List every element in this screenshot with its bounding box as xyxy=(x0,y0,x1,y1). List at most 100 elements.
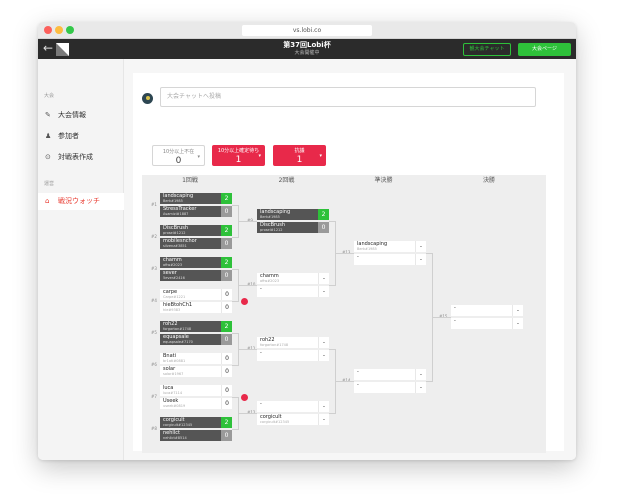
player-id: Asamizi#1887 xyxy=(163,212,189,216)
match-slot-b[interactable]: -- xyxy=(257,286,329,297)
player-name: mobilesnchor xyxy=(163,238,197,244)
bracket-line xyxy=(232,429,238,430)
player-score: 0 xyxy=(221,289,232,300)
player-name: - xyxy=(454,305,456,311)
player-id: luca#7114 xyxy=(163,391,183,395)
round-header: 2回戦 xyxy=(278,177,295,184)
match-number: #12 xyxy=(247,410,255,415)
player-id: hie#9383 xyxy=(163,308,181,312)
sidebar-item-info[interactable]: ✎ 大会情報 xyxy=(38,107,124,124)
bracket-line xyxy=(232,237,238,238)
round-header: 決勝 xyxy=(482,177,495,184)
filter-label: 10分以上不在 xyxy=(162,149,195,155)
minimize-dot[interactable] xyxy=(55,26,63,34)
player-name: DiscBrush xyxy=(260,222,286,228)
alert-dot-icon[interactable] xyxy=(241,298,248,305)
bracket-line xyxy=(329,221,335,222)
tournament-chat-button[interactable]: 観大会チャット xyxy=(463,43,511,56)
app-header: ← 第37回Lobi杯 大会開催中 観大会チャット 大会ページ xyxy=(38,39,576,59)
sidebar-item-bracket[interactable]: ⊙ 対戦表作成 xyxy=(38,149,124,166)
app-window: vs.lobi.co ← 第37回Lobi杯 大会開催中 観大会チャット 大会ペ… xyxy=(38,22,576,460)
back-arrow-icon[interactable]: ← xyxy=(43,41,54,55)
player-score: - xyxy=(318,337,329,348)
player-score: 2 xyxy=(221,225,232,236)
player-name: corgicult xyxy=(163,417,185,423)
match-number: #6 xyxy=(151,362,157,367)
filter-pending[interactable]: 10分以上確定待ち 1 ▾ xyxy=(212,145,265,166)
player-id: br1ati#0881 xyxy=(163,359,186,363)
close-dot[interactable] xyxy=(44,26,52,34)
player-score: 0 xyxy=(221,366,232,377)
player-name: solar xyxy=(163,366,176,372)
player-id: Berk#1985 xyxy=(163,199,183,203)
match-slot-a[interactable]: -- xyxy=(354,369,426,380)
url-bar[interactable]: vs.lobi.co xyxy=(242,25,372,36)
pencil-icon: ✎ xyxy=(45,111,51,119)
filter-value: 0 xyxy=(175,156,182,166)
player-score: 2 xyxy=(318,209,329,220)
player-score: - xyxy=(318,401,329,412)
match-slot-a[interactable]: -- xyxy=(451,305,523,316)
filter-absent[interactable]: 10分以上不在 0 ▾ xyxy=(152,145,205,166)
player-name: landscaping xyxy=(357,241,388,247)
bracket-line xyxy=(329,349,335,350)
player-name: - xyxy=(454,318,456,324)
match-slot-a[interactable]: -- xyxy=(257,401,329,412)
match-slot-b[interactable]: -- xyxy=(257,350,329,361)
player-name: roh22 xyxy=(163,321,178,327)
player-name: luca xyxy=(163,385,174,391)
sidebar-item-watch[interactable]: ⌂ 戦況ウォッチ xyxy=(38,193,124,210)
avatar[interactable] xyxy=(142,93,153,104)
chat-input[interactable]: 大会チャットへ投稿 xyxy=(160,87,536,107)
match-number: #11 xyxy=(247,346,255,351)
match-slot-b[interactable]: -- xyxy=(354,254,426,265)
player-score: - xyxy=(415,369,426,380)
player-score: 2 xyxy=(221,193,232,204)
player-id: silvenz#3851 xyxy=(163,244,187,248)
player-score: 0 xyxy=(221,430,232,441)
bracket-line xyxy=(238,349,257,350)
sidebar-item-label: 参加者 xyxy=(58,132,79,140)
player-score: 0 xyxy=(221,302,232,313)
bracket-line xyxy=(232,333,238,334)
player-name: landscaping xyxy=(163,193,194,199)
maximize-dot[interactable] xyxy=(66,26,74,34)
users-icon: ♟ xyxy=(45,132,52,140)
player-score: 2 xyxy=(221,417,232,428)
match-slot-b[interactable]: -- xyxy=(451,318,523,329)
alert-dot-icon[interactable] xyxy=(241,394,248,401)
match-slot-b[interactable]: -- xyxy=(354,382,426,393)
player-id: ofiw#2023 xyxy=(163,263,183,267)
player-name: DiscBrush xyxy=(163,225,189,231)
browser-chrome: vs.lobi.co xyxy=(38,22,576,39)
main-content: 大会チャットへ投稿 10分以上不在 0 ▾ 10分以上確定待ち 1 ▾ 抗議 1… xyxy=(124,59,576,460)
tournament-page-button[interactable]: 大会ページ xyxy=(518,43,571,56)
player-name: sever xyxy=(163,270,177,276)
chevron-down-icon: ▾ xyxy=(319,153,322,159)
filter-protest[interactable]: 抗議 1 ▾ xyxy=(273,145,326,166)
sidebar-item-participants[interactable]: ♟ 参加者 xyxy=(38,128,124,145)
sidebar-section-admin: 運営 xyxy=(44,181,55,187)
